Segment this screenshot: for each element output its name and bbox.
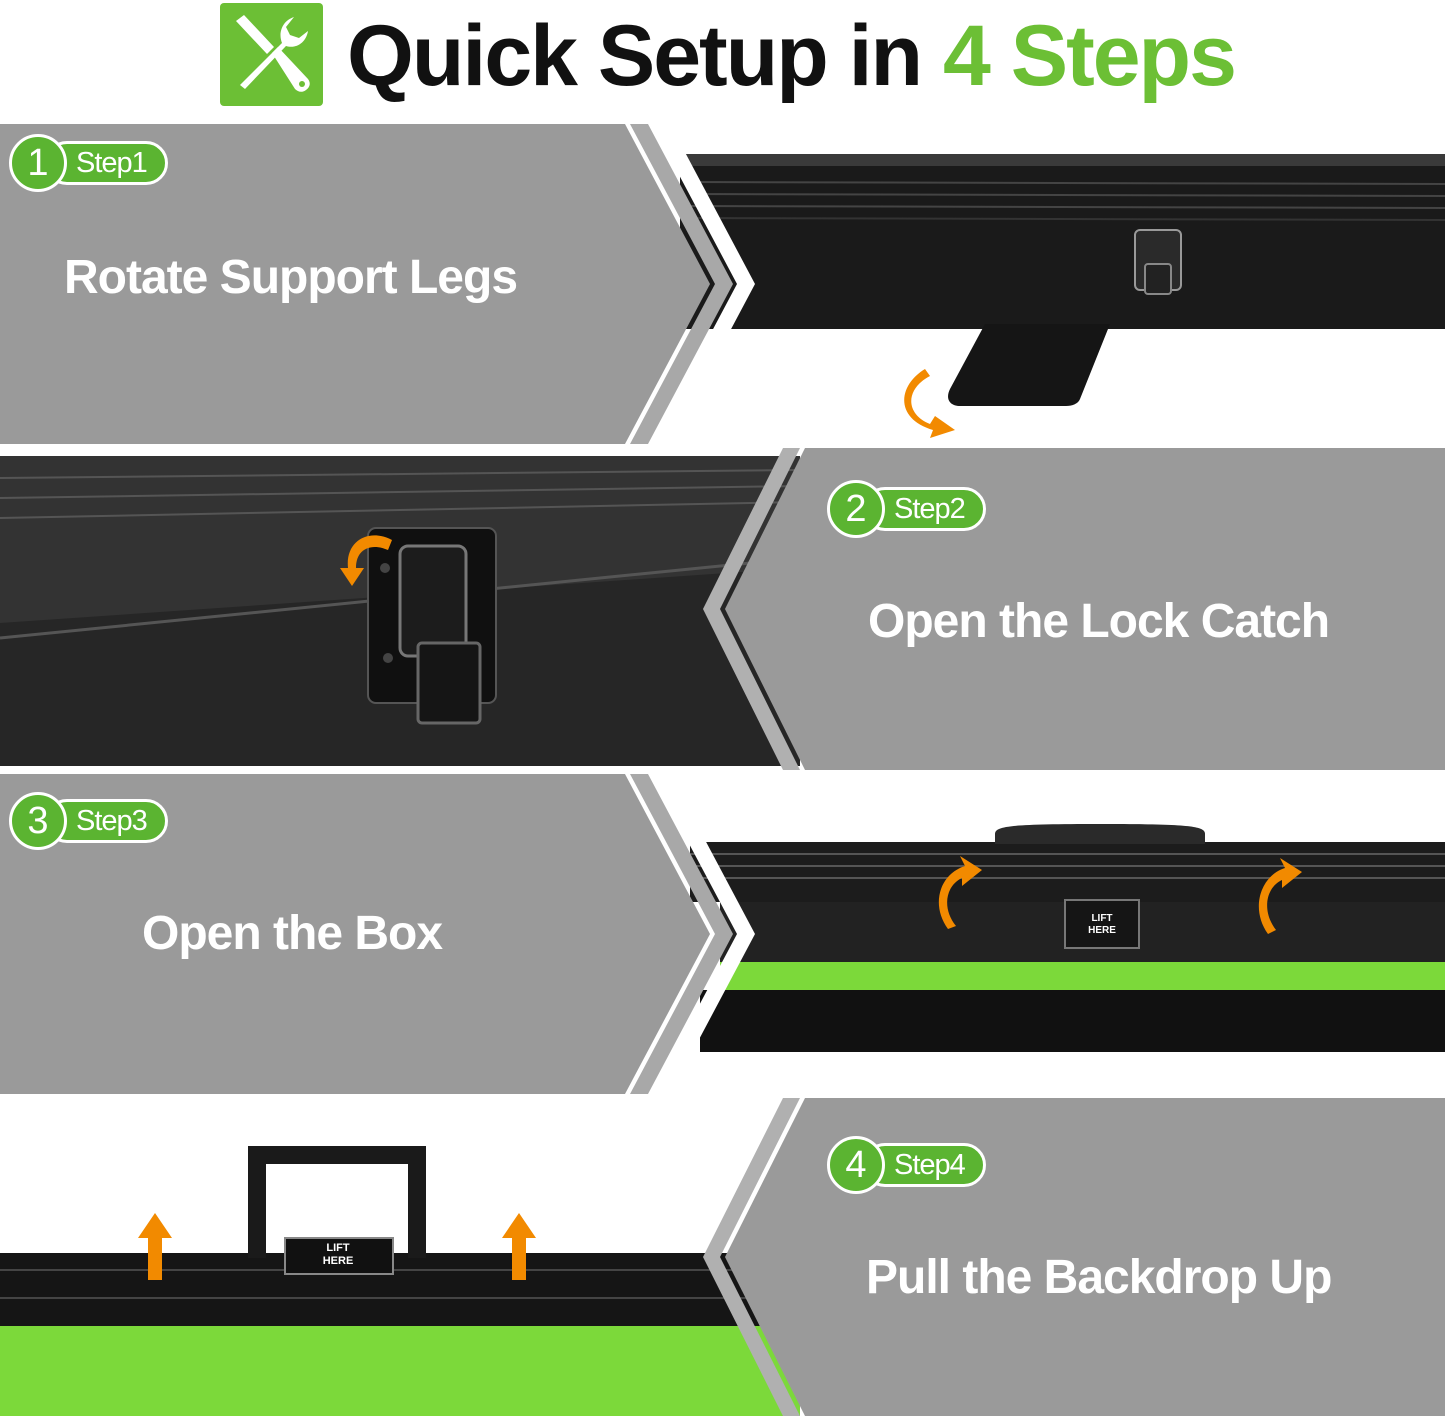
step2-label: Step2 (863, 487, 986, 531)
step1-number: 1 (9, 134, 67, 192)
step3-badge: 3 Step3 (9, 792, 168, 850)
tools-icon (220, 3, 323, 106)
rotate-arrow-icon (340, 535, 392, 586)
step1-graphics (0, 124, 1445, 444)
step1-badge: 1 Step1 (9, 134, 168, 192)
up-arrow-icon (502, 1213, 536, 1280)
title-accent-text: 4 Steps (942, 8, 1237, 104)
up-arrow-icon (138, 1213, 172, 1280)
lift-label-line2: HERE (1088, 925, 1116, 936)
step2-number: 2 (827, 480, 885, 538)
step2-text: Open the Lock Catch (868, 595, 1330, 648)
step2-badge: 2 Step2 (827, 480, 986, 538)
step3-number: 3 (9, 792, 67, 850)
step-row-1: 1 Step1 Rotate Support Legs (0, 124, 1445, 444)
step4-badge: 4 Step4 (827, 1136, 986, 1194)
step4-text: Pull the Backdrop Up (866, 1251, 1332, 1304)
rotate-arrow-icon (938, 856, 982, 929)
rotate-arrow-icon (1258, 858, 1302, 934)
header: Quick Setup in 4 Steps (0, 0, 1445, 124)
step4-graphics: LIFT HERE (0, 1098, 1445, 1416)
step1-text: Rotate Support Legs (64, 251, 518, 304)
step3-text: Open the Box (142, 907, 443, 960)
lift-label-line1: LIFT (1091, 913, 1112, 924)
page-title: Quick Setup in 4 Steps (347, 6, 1237, 106)
lift-label-line1: LIFT (326, 1242, 349, 1254)
title-main-text: Quick Setup in (347, 8, 943, 104)
step-row-3: LIFT HERE 3 Step3 Open the Box (0, 774, 1445, 1094)
step-row-2: 2 Step2 Open the Lock Catch (0, 448, 1445, 770)
step3-graphics: LIFT HERE (0, 774, 1445, 1094)
step4-number: 4 (827, 1136, 885, 1194)
step-row-4: LIFT HERE 4 Step4 Pull the Backdrop Up (0, 1098, 1445, 1416)
rotate-arrow-icon (904, 369, 955, 438)
lift-label-line2: HERE (323, 1255, 354, 1267)
